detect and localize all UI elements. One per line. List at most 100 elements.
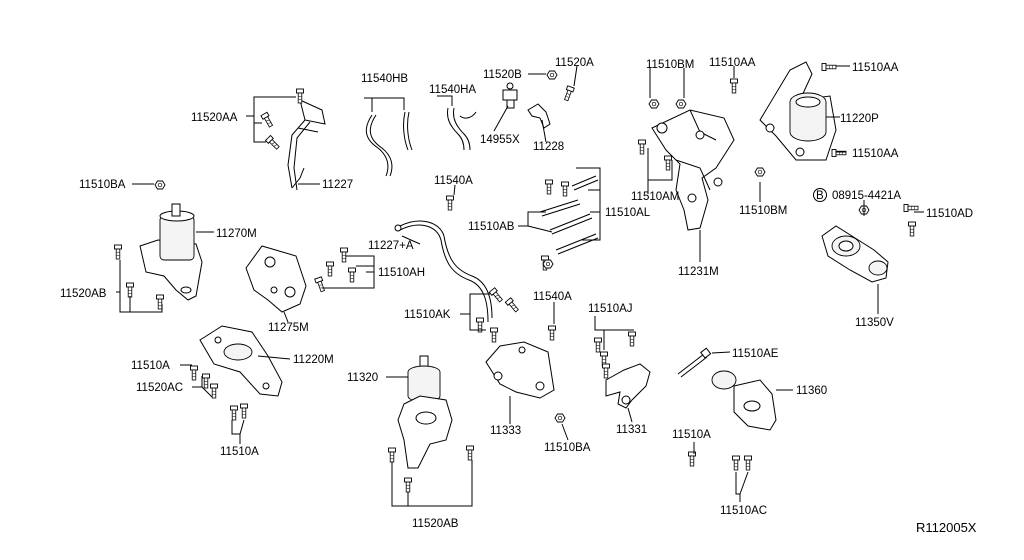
bolt-icon [446,195,454,211]
label-11231M: 11231M [678,266,719,278]
bolt-icon [260,111,275,129]
label-11228: 11228 [533,141,564,153]
label-11270M: 11270M [216,228,257,240]
bolt-icon [404,477,412,493]
nut-icon [542,259,554,269]
label-11360: 11360 [796,385,827,397]
label-11220M: 11220M [293,354,334,366]
bolt-icon [732,455,740,471]
bolt-icon [545,179,553,195]
label-11510AJ: 11510AJ [588,303,633,315]
label-11350V: 11350V [855,317,894,329]
part-11320-mount [397,355,453,469]
nut-icon [546,70,558,80]
label-11333: 11333 [490,425,521,437]
label-11220P: 11220P [840,113,879,125]
label-11510AM: 11510AM [631,191,679,203]
part-11228-bracket [527,103,551,129]
label-11510A-2: 11510A [672,429,711,441]
label-11510AK: 11510AK [404,309,451,321]
label-11510A-1: 11510A [131,360,170,372]
reference-circle-icon [813,188,827,202]
label-11520A-top: 11520A [555,57,594,69]
bolt-icon [821,63,837,71]
bolt-icon [730,78,738,94]
part-11331-bracket [605,363,651,409]
part-11360-mount [711,370,777,431]
bolt-icon [488,287,505,304]
part-11540HB-hose [365,111,413,177]
part-11227A-hose [394,220,493,323]
label-11510AB: 11510AB [468,221,515,233]
bolt-icon [190,365,198,381]
nut-icon [154,180,166,190]
bolt-icon [348,267,356,283]
part-labels: 11540HB 11540HA 11520B 11520A 11510BM 11… [60,57,977,535]
leader-lines [116,65,924,507]
bolt-icon [594,337,602,353]
label-11540A-2: 11540A [533,291,572,303]
part-11333-bracket [485,341,555,399]
label-11227A: 11227+A [368,240,414,252]
bolt-icon [490,327,498,343]
bolt-icon [638,139,646,155]
bolt-icon [664,155,672,171]
bolt-icon [744,455,752,471]
bolt-icon [903,204,919,212]
label-11520AA: 11520AA [191,112,238,124]
label-11510AA-top: 11510AA [709,57,756,69]
bolt-icon [114,244,122,260]
label-08915-4421A: 08915-4421A [832,190,901,202]
label-14955X: 14955X [480,134,520,146]
part-11220M-mount [199,325,283,397]
label-11510AH: 11510AH [378,267,425,279]
bolt-icon [314,276,327,293]
label-11520AB-left: 11520AB [60,288,107,300]
label-11510AL: 11510AL [605,207,651,219]
bolt-icon [602,363,610,379]
diagram-reference-code: R112005X [916,520,977,535]
bolt-icon [688,451,696,467]
bolt-icon [831,149,847,157]
bolt-icon [230,405,238,421]
label-11510BA-left: 11510BA [79,179,126,191]
part-11350V-mount [821,225,889,283]
bolt-icon [202,373,210,389]
label-11510BM-top: 11510BM [646,59,694,71]
label-11320: 11320 [347,372,378,384]
part-11540HA-hose [447,107,477,151]
label-11510AA-right2: 11510AA [852,148,899,160]
part-11220P-mount [759,61,837,161]
part-11231M-bracket [651,109,735,231]
nut-icon [675,99,687,109]
label-11540A-1: 11540A [434,175,473,187]
label-11540HA: 11540HA [429,84,476,96]
label-11331: 11331 [616,424,647,436]
bolt-icon [561,181,569,197]
bolt-icon [628,331,636,347]
bolt-icon [326,261,334,277]
label-11520AB-bottom: 11520AB [412,518,459,530]
label-11520AC: 11520AC [136,382,183,394]
label-08915-circle: B [816,190,824,202]
bolt-icon [265,135,281,151]
nut-icon [648,99,660,109]
bolt-icon [562,85,575,102]
label-11510AA-right1: 11510AA [852,62,899,74]
label-11510AD: 11510AD [926,208,973,220]
bolt-icon [240,403,248,419]
nut-icon [554,413,566,423]
bolt-icon [504,297,521,314]
label-11510AE: 11510AE [732,348,779,360]
part-11270M-mount [139,203,203,301]
long-bolt-11510AE [677,347,712,378]
nut-icon [754,167,766,177]
part-14955X-valve [502,82,518,109]
bolt-icon [466,445,474,461]
bolt-icon [388,447,396,463]
label-11520B: 11520B [483,69,522,81]
label-11510BM-mid: 11510BM [739,205,787,217]
bolt-icon [548,325,556,341]
label-11275M: 11275M [268,322,309,334]
